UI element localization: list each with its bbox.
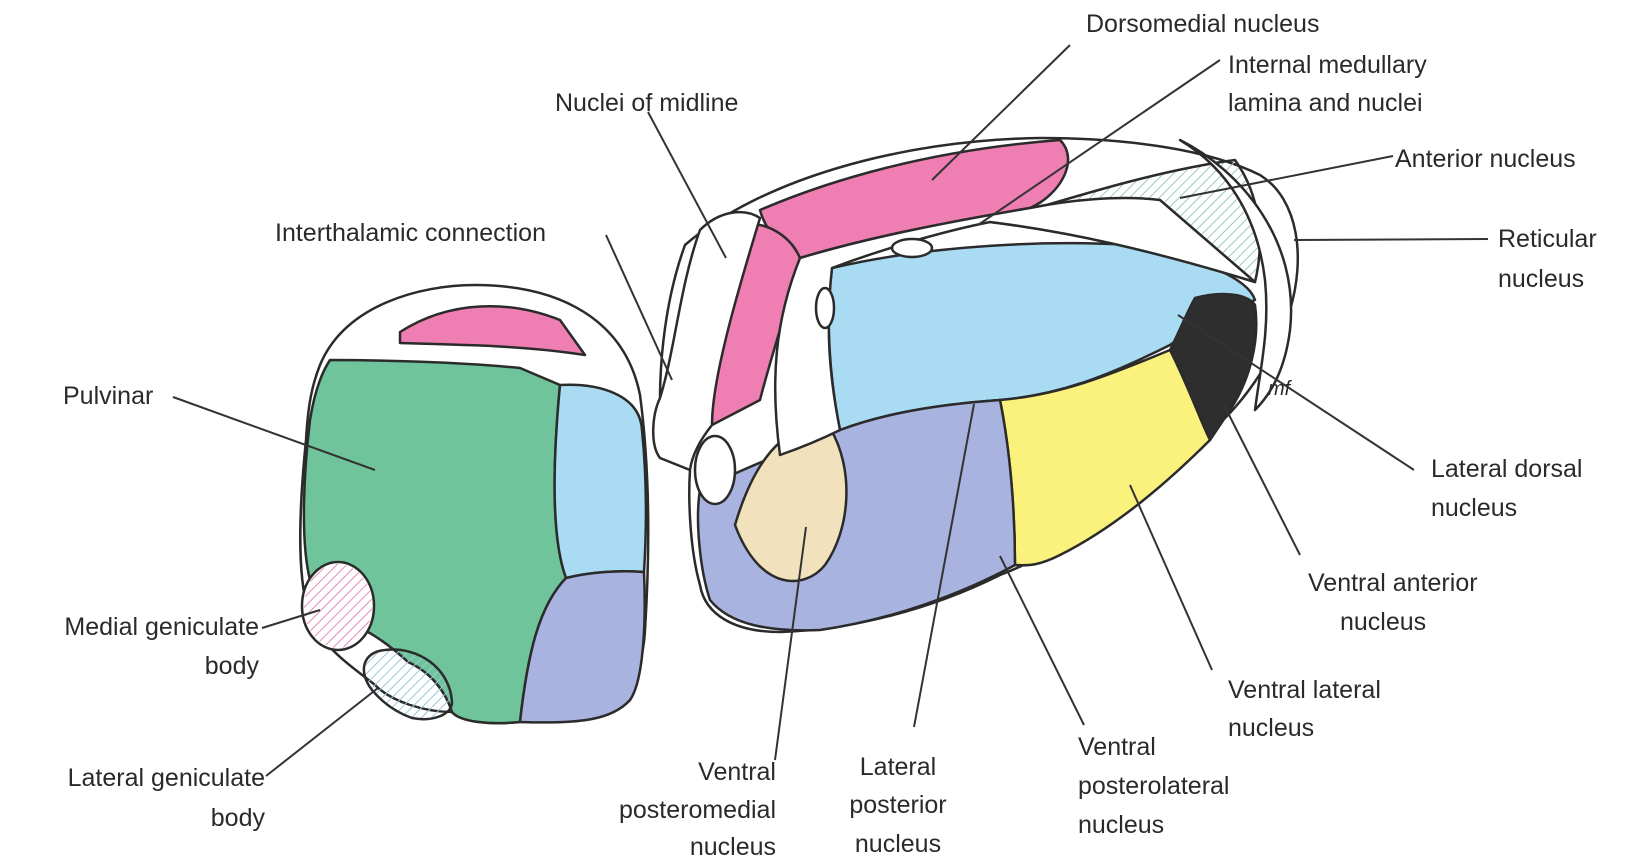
label-lateral-dorsal-line2: nucleus — [1431, 494, 1517, 522]
label-anterior: Anterior nucleus — [1395, 145, 1576, 173]
label-interthalamic: Interthalamic connection — [275, 219, 546, 247]
label-vpm-line1: Ventral — [698, 758, 776, 786]
thalamus-body: mf — [653, 138, 1298, 632]
label-vpl-line3: nucleus — [1078, 811, 1164, 839]
posterior-lateral-region — [555, 385, 646, 578]
leader-reticular — [1294, 239, 1488, 240]
label-medial-geniculate-line1: Medial geniculate — [64, 613, 259, 641]
leader-lateral-geniculate — [266, 688, 378, 776]
label-lateral-dorsal-line1: Lateral dorsal — [1431, 455, 1582, 483]
lamina-nucleus-oval — [892, 239, 932, 257]
label-dorsomedial: Dorsomedial nucleus — [1086, 10, 1319, 38]
label-internal-medullary-line2: lamina and nuclei — [1228, 89, 1423, 117]
leader-vpl — [1000, 556, 1084, 725]
label-nuclei-midline: Nuclei of midline — [555, 89, 738, 117]
interthalamic-oval-left — [695, 436, 735, 504]
leader-ventral-anterior — [1224, 405, 1300, 555]
label-lateral-geniculate-line2: body — [211, 804, 266, 832]
label-reticular-line1: Reticular — [1498, 225, 1597, 253]
label-vpm-line2: posteromedial — [619, 796, 776, 824]
label-ventral-lateral-line1: Ventral lateral — [1228, 676, 1381, 704]
label-internal-medullary-line1: Internal medullary — [1228, 51, 1427, 79]
label-medial-geniculate-line2: body — [205, 652, 260, 680]
leader-nuclei-midline — [648, 112, 726, 258]
label-ventral-anterior-line2: nucleus — [1340, 608, 1426, 636]
label-reticular-line2: nucleus — [1498, 265, 1584, 293]
label-lp-line3: nucleus — [855, 830, 941, 858]
leader-ventral-lateral — [1130, 485, 1212, 670]
medial-geniculate-hatch — [304, 564, 372, 648]
label-vpl-line1: Ventral — [1078, 733, 1156, 761]
label-vpl-line2: posterolateral — [1078, 772, 1229, 800]
label-ventral-anterior-line1: Ventral anterior — [1308, 569, 1478, 597]
label-lp-line2: posterior — [849, 791, 946, 819]
posterior-section — [300, 285, 648, 723]
label-pulvinar: Pulvinar — [63, 382, 153, 410]
label-vpm-line3: nucleus — [690, 833, 776, 859]
label-ventral-lateral-line2: nucleus — [1228, 714, 1314, 742]
interthalamic-oval-mid — [816, 288, 834, 328]
label-lateral-geniculate-line1: Lateral geniculate — [68, 764, 265, 792]
label-lp-line1: Lateral — [860, 753, 936, 781]
